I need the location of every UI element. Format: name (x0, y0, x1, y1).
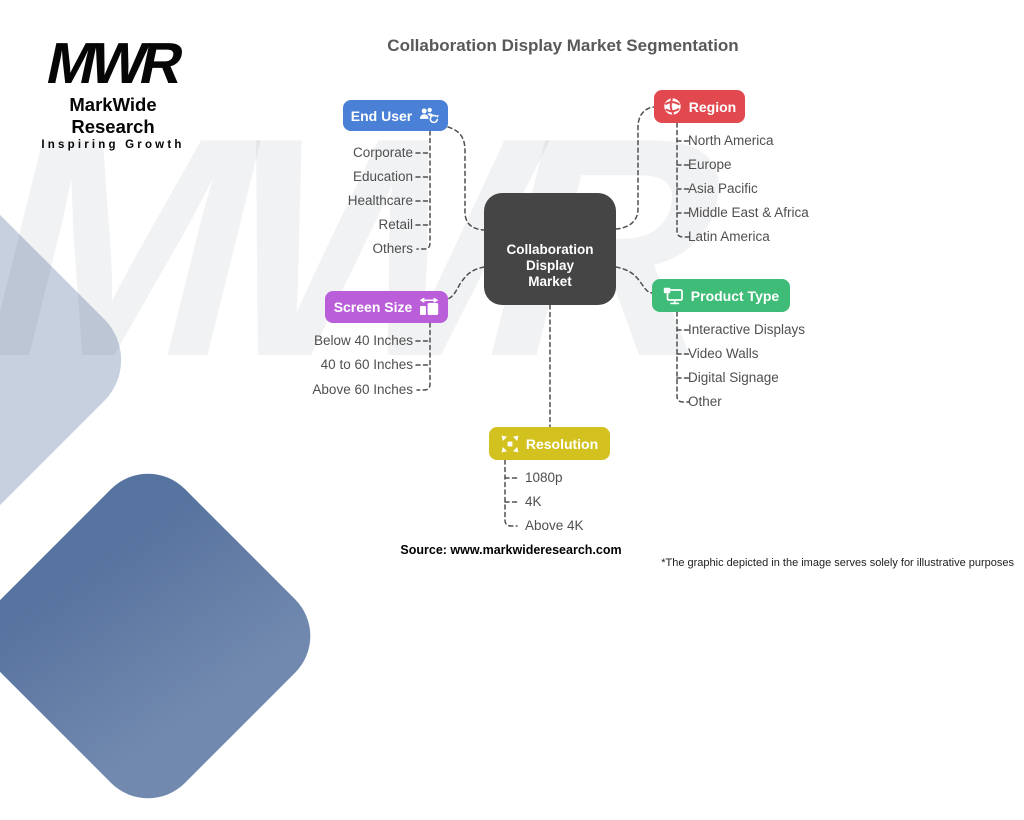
segment-item-40-to-60: 40 to 60 Inches (320, 357, 413, 372)
connector-lines (415, 106, 690, 527)
segment-item-digital-signage: Digital Signage (688, 370, 779, 385)
segment-item-middle-east-africa: Middle East & Africa (688, 205, 809, 220)
segment-item-asia-pacific: Asia Pacific (688, 181, 758, 196)
branch-node-product-type: Product Type (652, 279, 790, 312)
logo-name: MarkWide Research (69, 94, 157, 137)
page-title: Collaboration Display Market Segmentatio… (387, 36, 739, 55)
segment-item-corporate: Corporate (352, 145, 413, 160)
segment-item-above-4k: Above 4K (525, 518, 584, 533)
globe-icon (663, 97, 682, 116)
central-node-collaboration-display-market: Collaboration Display Market (484, 193, 616, 305)
segment-item-video-walls: Video Walls (688, 346, 759, 361)
branch-node-end-user: End User (343, 100, 448, 131)
display-monitor-icon (663, 287, 684, 305)
branch-node-resolution: Resolution (489, 427, 610, 460)
segment-item-healthcare: Healthcare (347, 193, 413, 208)
screen-size-label: Screen Size (333, 299, 413, 315)
segment-item-below-40: Below 40 Inches (313, 333, 413, 348)
expand-arrows-icon (501, 435, 519, 453)
central-node-line: Display (525, 258, 575, 273)
branch-node-screen-size: Screen Size (325, 291, 448, 323)
markwide-logo: MWR MarkWide Research Inspiring Growth (28, 31, 198, 151)
screen-resize-icon (419, 298, 439, 316)
logo-tagline: Inspiring Growth (41, 139, 185, 151)
central-node-line: Collaboration (506, 242, 594, 257)
central-node-line: Market (528, 274, 572, 289)
segment-item-retail: Retail (378, 217, 413, 232)
segment-item-europe: Europe (688, 157, 732, 172)
disclaimer-text: *The graphic depicted in the image serve… (661, 557, 1014, 569)
segment-item-others: Others (372, 241, 413, 256)
region-label: Region (688, 98, 737, 115)
segment-item-above-60: Above 60 Inches (312, 382, 413, 397)
segment-item-4k: 4K (525, 494, 542, 509)
segment-item-interactive-displays: Interactive Displays (688, 322, 806, 337)
branch-node-region: Region (654, 90, 745, 123)
users-refresh-icon (419, 107, 440, 124)
segment-item-latin-america: Latin America (688, 229, 770, 244)
segment-item-other: Other (688, 394, 722, 409)
segment-item-1080p: 1080p (525, 470, 563, 485)
segment-item-north-america: North America (688, 133, 774, 148)
source-text: Source: www.markwideresearch.com (400, 543, 622, 557)
end-user-label: End User (350, 107, 413, 124)
product-type-label: Product Type (690, 287, 780, 304)
segment-item-education: Education (352, 169, 413, 184)
resolution-label: Resolution (525, 435, 599, 452)
